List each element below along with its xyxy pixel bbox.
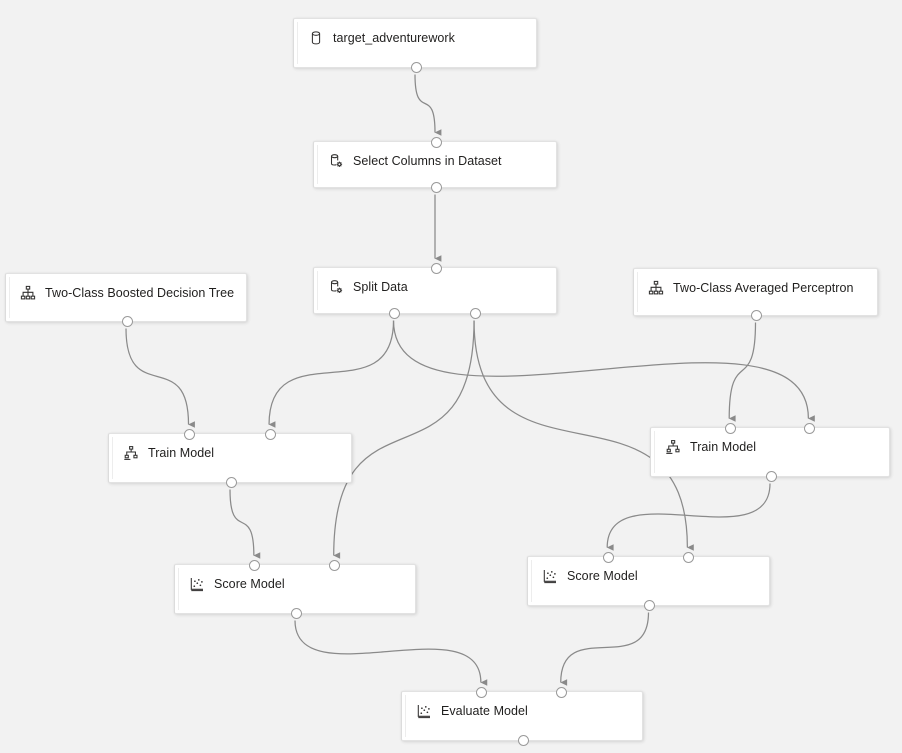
edge-split_data-to-train_model_right bbox=[392, 320, 815, 422]
input-port[interactable] bbox=[430, 136, 442, 148]
node-header: Score Model bbox=[175, 565, 415, 592]
node-header: Two-Class Boosted Decision Tree bbox=[6, 274, 246, 301]
output-port[interactable] bbox=[225, 476, 237, 488]
edge-score_model_right-to-evaluate_model bbox=[560, 612, 650, 686]
edge-split_data-to-score_model_left bbox=[333, 320, 475, 559]
dataset-gear-icon bbox=[328, 153, 344, 169]
node-target_adventurework[interactable]: target_adventurework bbox=[293, 18, 537, 73]
input-port[interactable] bbox=[556, 686, 568, 698]
node-select_columns_in_dataset[interactable]: Select Columns in Dataset bbox=[313, 136, 557, 193]
input-port[interactable] bbox=[602, 551, 614, 563]
input-port[interactable] bbox=[329, 559, 341, 571]
output-port[interactable] bbox=[765, 470, 777, 482]
output-port[interactable] bbox=[410, 61, 422, 73]
input-port[interactable] bbox=[803, 422, 815, 434]
node-title: Two-Class Averaged Perceptron bbox=[673, 280, 854, 295]
input-port[interactable] bbox=[249, 559, 261, 571]
node-header: Train Model bbox=[651, 428, 889, 455]
node-title: Two-Class Boosted Decision Tree bbox=[45, 285, 235, 300]
output-port[interactable] bbox=[517, 734, 529, 746]
input-port[interactable] bbox=[724, 422, 736, 434]
input-port[interactable] bbox=[682, 551, 694, 563]
input-port[interactable] bbox=[430, 262, 442, 274]
node-header: Two-Class Averaged Perceptron bbox=[634, 269, 877, 296]
train-model-icon bbox=[123, 445, 139, 461]
output-port[interactable] bbox=[121, 315, 133, 327]
node-title: Score Model bbox=[214, 576, 285, 591]
edge-split_data-to-train_model_left bbox=[268, 320, 395, 428]
node-header: Select Columns in Dataset bbox=[314, 142, 556, 169]
input-port[interactable] bbox=[184, 428, 196, 440]
node-evaluate_model[interactable]: Evaluate Model bbox=[401, 686, 643, 746]
node-header: Train Model bbox=[109, 434, 351, 461]
score-model-icon bbox=[416, 703, 432, 719]
edge-score_model_left-to-evaluate_model bbox=[294, 620, 488, 686]
node-title: target_adventurework bbox=[333, 30, 455, 45]
node-score_model_right[interactable]: Score Model bbox=[527, 551, 770, 611]
database-icon bbox=[308, 30, 324, 46]
node-title: Evaluate Model bbox=[441, 703, 528, 718]
output-port[interactable] bbox=[290, 607, 302, 619]
node-header: target_adventurework bbox=[294, 19, 536, 46]
score-model-icon bbox=[189, 576, 205, 592]
node-two_class_boosted_decision_tree[interactable]: Two-Class Boosted Decision Tree bbox=[5, 273, 247, 327]
node-train_model_left[interactable]: Train Model bbox=[108, 428, 352, 488]
node-title: Train Model bbox=[148, 445, 215, 460]
node-title: Score Model bbox=[567, 568, 638, 583]
train-model-icon bbox=[665, 439, 681, 455]
node-title: Select Columns in Dataset bbox=[353, 153, 502, 168]
output-port[interactable] bbox=[469, 307, 481, 319]
output-port[interactable] bbox=[430, 181, 442, 193]
node-split_data[interactable]: Split Data bbox=[313, 262, 557, 319]
node-score_model_left[interactable]: Score Model bbox=[174, 559, 416, 619]
input-port[interactable] bbox=[476, 686, 488, 698]
score-model-icon bbox=[542, 568, 558, 584]
output-port[interactable] bbox=[751, 309, 762, 321]
dataset-gear-icon bbox=[328, 279, 344, 295]
node-title: Train Model bbox=[690, 439, 757, 454]
node-title: Split Data bbox=[353, 279, 408, 294]
node-header: Evaluate Model bbox=[402, 692, 642, 719]
node-header: Score Model bbox=[528, 557, 769, 584]
node-header: Split Data bbox=[314, 268, 556, 295]
node-train_model_right[interactable]: Train Model bbox=[650, 422, 890, 482]
input-port[interactable] bbox=[264, 428, 276, 440]
edge-train_model_left-to-score_model_left bbox=[229, 489, 261, 559]
edge-target_adventurework-to-select_columns_in_dataset bbox=[414, 74, 442, 136]
hierarchy-icon bbox=[648, 280, 664, 296]
edge-train_model_right-to-score_model_right bbox=[606, 483, 771, 551]
node-two_class_averaged_perceptron[interactable]: Two-Class Averaged Perceptron bbox=[633, 268, 878, 321]
output-port[interactable] bbox=[389, 307, 401, 319]
edge-two_class_averaged_perceptron-to-train_model_right bbox=[728, 322, 757, 422]
output-port[interactable] bbox=[644, 599, 655, 611]
hierarchy-icon bbox=[20, 285, 36, 301]
edge-two_class_boosted_decision_tree-to-train_model_left bbox=[125, 328, 195, 428]
